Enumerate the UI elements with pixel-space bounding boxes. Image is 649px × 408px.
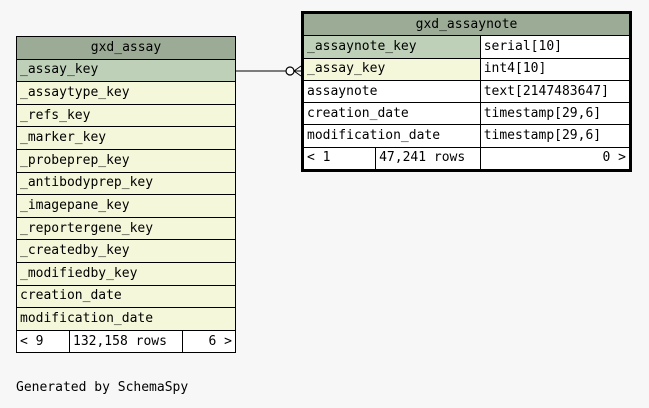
table-header: gxd_assay	[16, 36, 236, 60]
generated-by-credit: Generated by SchemaSpy	[16, 380, 189, 395]
parents-link[interactable]: < 1	[301, 146, 377, 172]
parents-link[interactable]: < 9	[16, 329, 70, 354]
table-footer: < 1 47,241 rows 0 >	[301, 146, 632, 172]
column-name: _reportergene_key	[16, 216, 236, 241]
column-row: creation_date	[16, 284, 236, 309]
table-name: gxd_assay	[16, 36, 236, 60]
column-row: _assaytype_key	[16, 81, 236, 105]
children-link[interactable]: 0 >	[479, 146, 632, 172]
column-type: timestamp[29,6]	[479, 102, 632, 126]
table-gxd-assay[interactable]: gxd_assay _assay_key _assaytype_key _ref…	[16, 36, 236, 354]
column-name: _assaytype_key	[16, 81, 236, 105]
column-name: _assaynote_key	[302, 35, 481, 59]
table-footer: < 9 132,158 rows 6 >	[16, 329, 236, 354]
column-row: _antibodyprep_key	[16, 171, 236, 196]
column-row: _assaynote_key serial[10]	[302, 35, 632, 59]
column-type: text[2147483647]	[479, 79, 632, 104]
column-row: _modifiedby_key	[16, 261, 236, 286]
column-row: _refs_key	[16, 103, 236, 128]
column-row: modification_date	[16, 307, 236, 331]
column-name: creation_date	[302, 102, 481, 126]
column-name: assaynote	[302, 79, 481, 104]
column-name: creation_date	[16, 284, 236, 309]
table-name: gxd_assaynote	[302, 11, 631, 37]
column-name: _assay_key	[16, 58, 236, 83]
column-name: modification_date	[302, 124, 481, 148]
column-name: _refs_key	[16, 103, 236, 128]
column-name: _imagepane_key	[16, 194, 236, 218]
column-name: modification_date	[16, 307, 236, 331]
column-row: creation_date timestamp[29,6]	[302, 102, 632, 126]
column-name: _modifiedby_key	[16, 261, 236, 286]
column-row: _createdby_key	[16, 239, 236, 263]
column-type: serial[10]	[479, 35, 632, 59]
crows-foot-icon	[293, 70, 302, 77]
row-count: 47,241 rows	[375, 146, 481, 172]
column-row: _marker_key	[16, 126, 236, 150]
children-link[interactable]: 6 >	[182, 329, 236, 354]
table-gxd-assaynote[interactable]: gxd_assaynote _assaynote_key serial[10] …	[301, 11, 632, 173]
column-row: _imagepane_key	[16, 194, 236, 218]
column-row: assaynote text[2147483647]	[302, 79, 632, 104]
column-type: int4[10]	[479, 57, 632, 81]
column-name: _marker_key	[16, 126, 236, 150]
crows-foot-icon	[293, 65, 302, 72]
row-count: 132,158 rows	[69, 329, 183, 354]
column-row: _reportergene_key	[16, 216, 236, 241]
column-name: _assay_key	[302, 57, 481, 81]
table-header: gxd_assaynote	[302, 11, 631, 37]
column-name: _antibodyprep_key	[16, 171, 236, 196]
column-name: _createdby_key	[16, 239, 236, 263]
column-name: _probeprep_key	[16, 148, 236, 173]
column-row: _probeprep_key	[16, 148, 236, 173]
optional-circle	[285, 66, 295, 76]
column-row: _assay_key	[16, 58, 236, 83]
column-row: modification_date timestamp[29,6]	[302, 124, 632, 148]
column-type: timestamp[29,6]	[479, 124, 632, 148]
column-row: _assay_key int4[10]	[302, 57, 632, 81]
